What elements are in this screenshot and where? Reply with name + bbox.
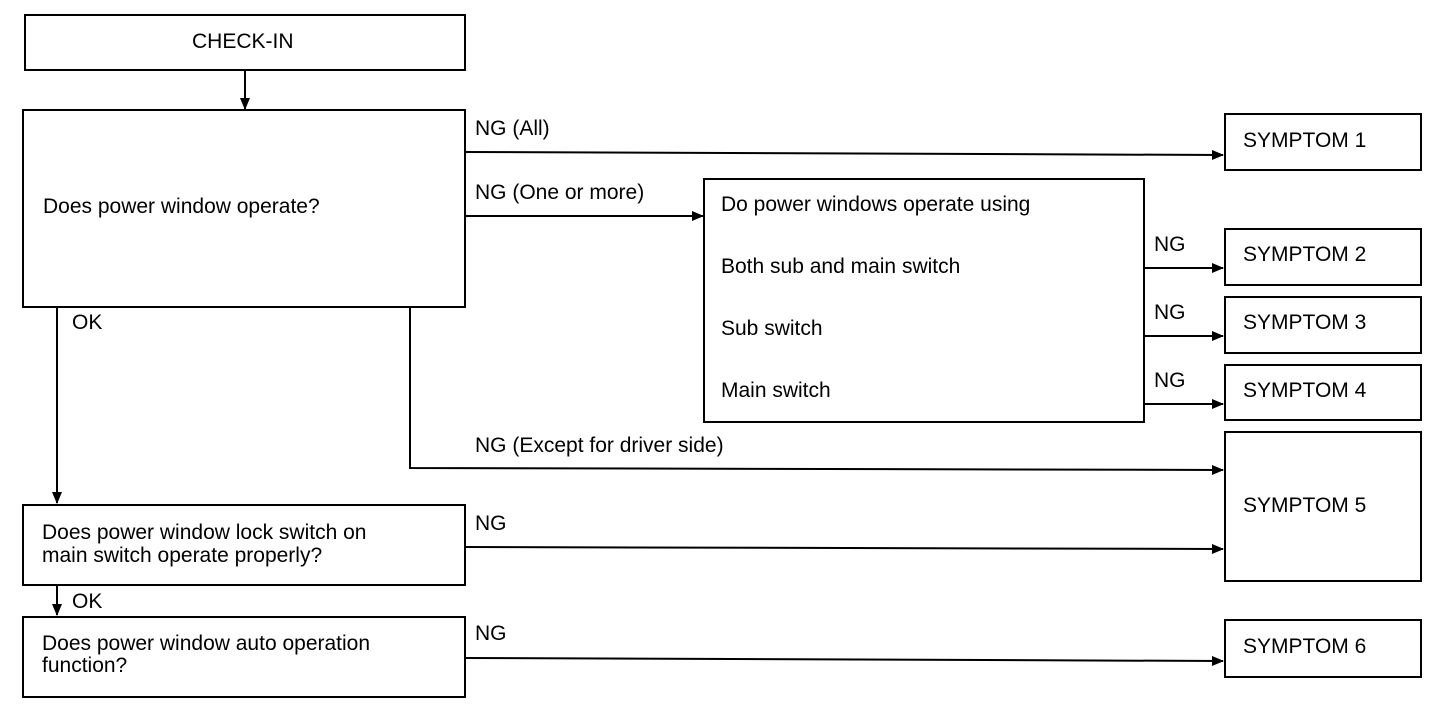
label-ng-all: NG (All) [475, 117, 550, 140]
question-text-line1: Does power window lock switch on [42, 521, 367, 544]
symptom-label: SYMPTOM 6 [1243, 635, 1367, 658]
symptom-4-box: SYMPTOM 4 [1224, 364, 1422, 421]
label-ng-q3: NG [475, 622, 507, 645]
question-power-window-operate: Does power window operate? [22, 109, 466, 308]
option-main-switch: Main switch [721, 379, 831, 402]
symptom-label: SYMPTOM 2 [1243, 243, 1367, 266]
symptom-label: SYMPTOM 5 [1243, 494, 1367, 517]
symptom-5-box: SYMPTOM 5 [1224, 431, 1422, 582]
sub-question-switches: Do power windows operate using Both sub … [703, 178, 1145, 423]
symptom-label: SYMPTOM 1 [1243, 129, 1367, 152]
option-both-switches: Both sub and main switch [721, 255, 961, 278]
sub-question-title: Do power windows operate using [721, 193, 1031, 216]
arrow-q2-ng [463, 543, 1224, 554]
label-ok-q2: OK [72, 590, 103, 613]
check-in-box: CHECK-IN [24, 14, 466, 71]
symptom-label: SYMPTOM 3 [1243, 311, 1367, 334]
label-ng-sub-both: NG [1154, 233, 1186, 256]
option-sub-switch: Sub switch [721, 317, 823, 340]
label-ng-sub-switch: NG [1154, 301, 1186, 324]
symptom-2-box: SYMPTOM 2 [1224, 228, 1422, 286]
symptom-6-box: SYMPTOM 6 [1224, 619, 1422, 678]
symptom-3-box: SYMPTOM 3 [1224, 296, 1422, 354]
question-text: Does power window operate? [43, 195, 320, 218]
question-auto-operation: Does power window auto operation functio… [22, 616, 466, 698]
label-ng-except-driver: NG (Except for driver side) [475, 434, 724, 457]
question-text-line2: main switch operate properly? [42, 544, 323, 567]
question-lock-switch: Does power window lock switch on main sw… [22, 504, 466, 586]
arrow-q3-ng [463, 655, 1224, 666]
arrow-ng-all [463, 149, 1224, 160]
check-in-label: CHECK-IN [192, 30, 294, 53]
label-ng-q2: NG [475, 512, 507, 535]
label-ok-q1: OK [72, 311, 103, 334]
symptom-label: SYMPTOM 4 [1243, 379, 1367, 402]
question-text-line2: function? [42, 654, 128, 677]
label-ng-main-switch: NG [1154, 369, 1186, 392]
arrow-ng-except-driver [409, 307, 1224, 475]
symptom-1-box: SYMPTOM 1 [1224, 113, 1422, 171]
question-text-line1: Does power window auto operation [42, 632, 371, 655]
label-ng-one-or-more: NG (One or more) [475, 181, 645, 204]
